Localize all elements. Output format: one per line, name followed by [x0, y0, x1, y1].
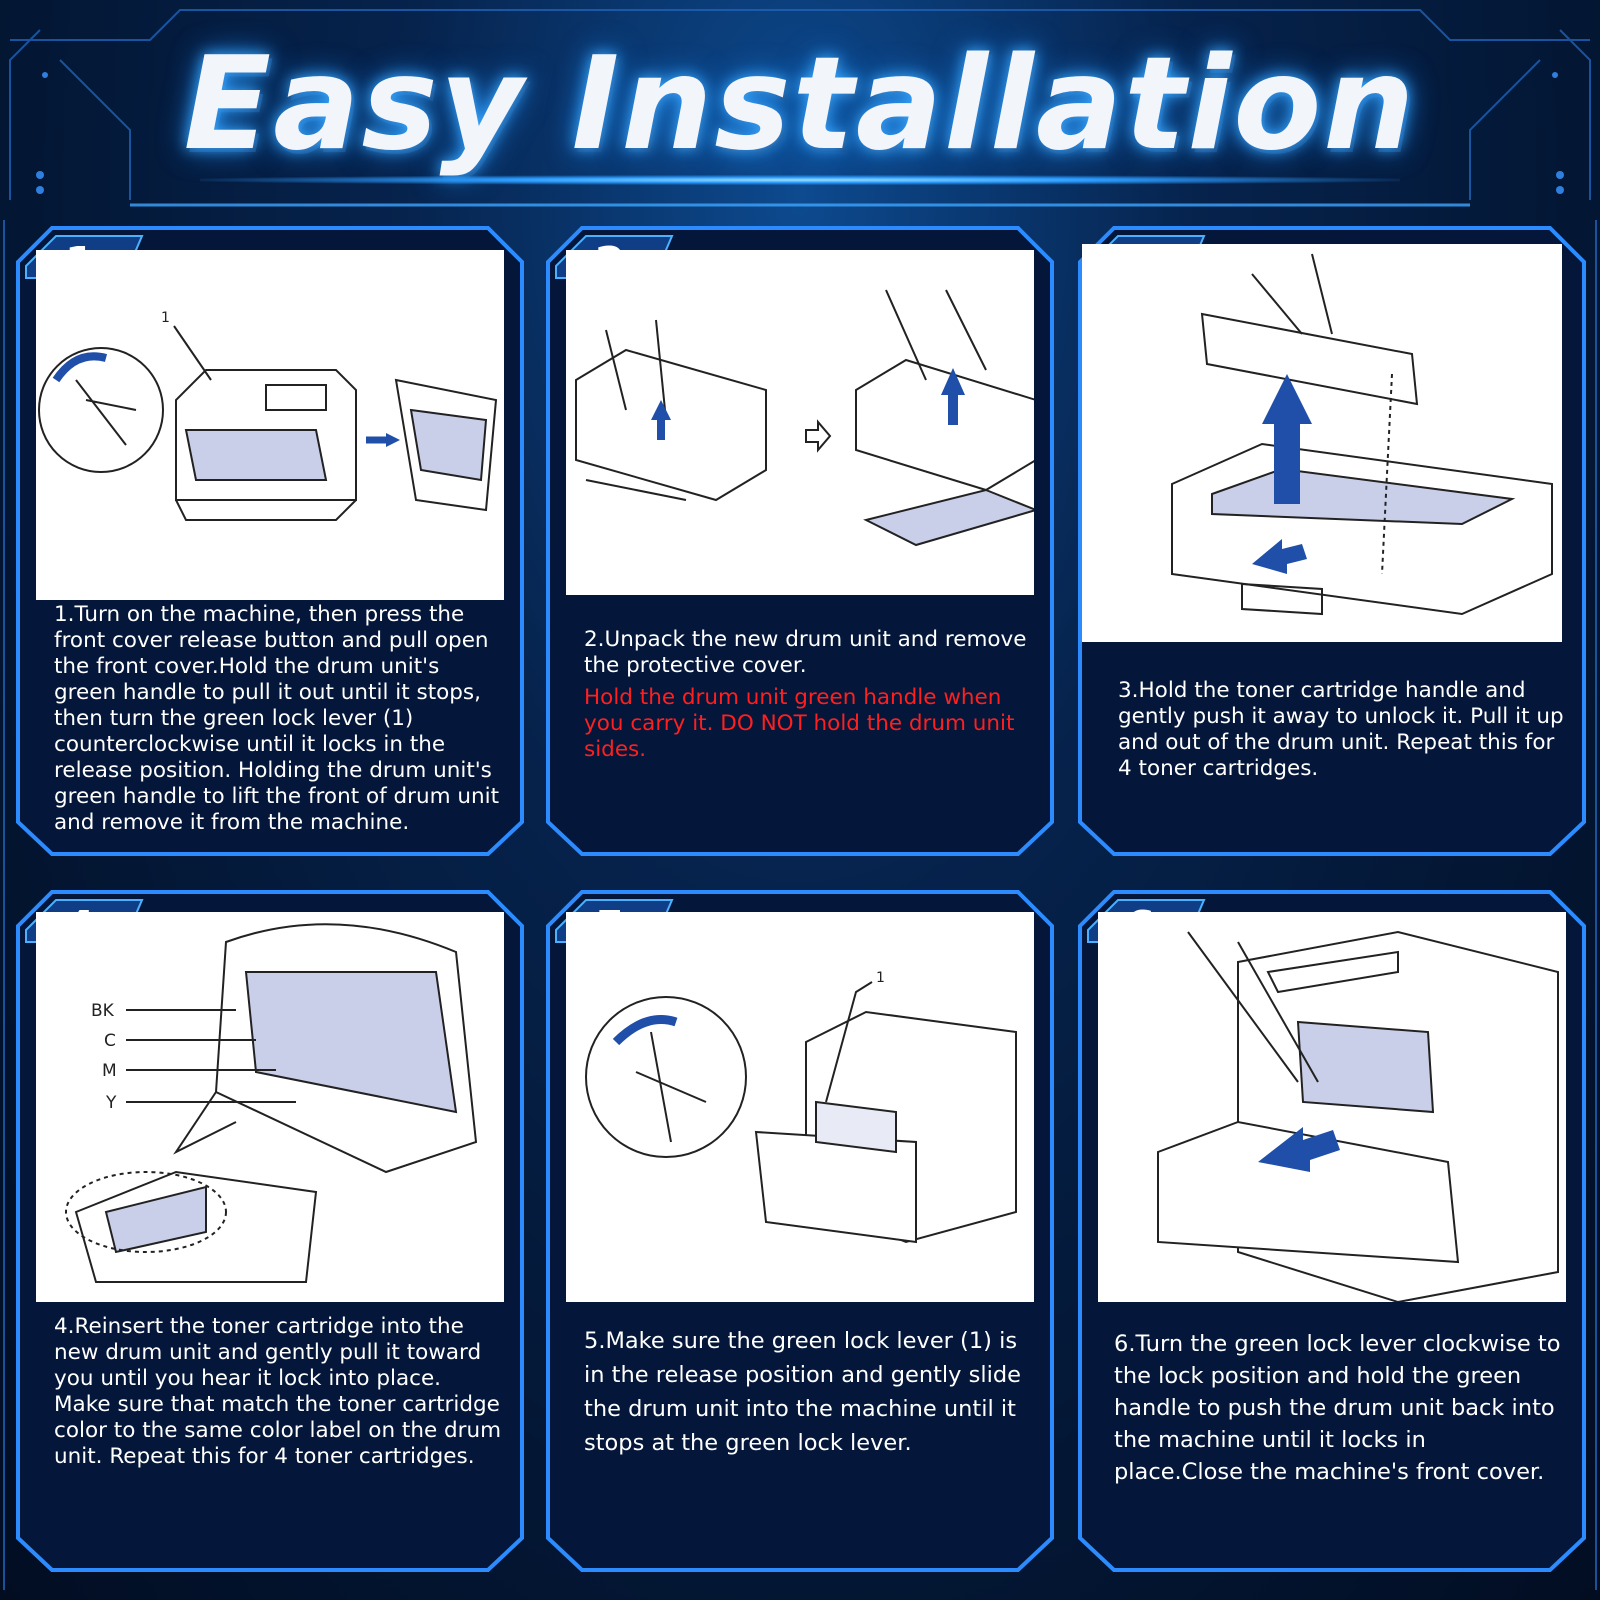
step-description: 1.Turn on the machine, then press the fr… — [54, 602, 500, 835]
color-label-m: M — [102, 1061, 117, 1081]
page-title: Easy Installation — [183, 30, 1417, 179]
step-illustration — [566, 250, 1034, 595]
step-description: 4.Reinsert the toner cartridge into the … — [54, 1314, 502, 1469]
color-label-y: Y — [105, 1093, 117, 1113]
step-description: 2.Unpack the new drum unit and remove th… — [584, 627, 1032, 763]
callout-label-1: 1 — [161, 310, 170, 326]
step-number-badge: 1 — [64, 238, 96, 289]
step-number-badge: 4 — [64, 902, 96, 953]
callout-label-1: 1 — [876, 970, 885, 986]
step-card-2: 2.Unpack the new drum unit and remove th… — [542, 222, 1058, 860]
step-number-badge: 2 — [594, 238, 626, 289]
title-glow — [200, 175, 1400, 185]
warning-text: Hold the drum unit green handle when you… — [584, 685, 1015, 762]
color-label-bk: BK — [91, 1001, 115, 1021]
step-description: 5.Make sure the green lock lever (1) is … — [584, 1328, 1021, 1456]
toner-cartridge-removal-illustration — [1171, 253, 1553, 616]
step-illustration: BK C M Y — [36, 912, 504, 1302]
step-number-badge: 5 — [594, 902, 626, 953]
toner-color-labels-illustration: BK C M Y — [65, 923, 478, 1283]
step-illustration — [1098, 912, 1566, 1302]
step-illustration — [1082, 244, 1562, 642]
step-card-6: 6.Turn the green lock lever clockwise to… — [1074, 886, 1590, 1576]
step-description: 3.Hold the toner cartridge handle and ge… — [1118, 678, 1564, 781]
insert-drum-unit-illustration — [1157, 930, 1559, 1302]
step-card-1: 1 1.Turn on the machine, then press the … — [12, 222, 528, 860]
step-illustration: 1 — [566, 912, 1034, 1302]
step-card-5: 1 5.Make sure the green lock lever (1) i… — [542, 886, 1058, 1576]
color-label-c: C — [104, 1031, 116, 1051]
printer-open-front-cover-illustration: 1 — [38, 310, 498, 521]
step-card-4: BK C M Y 4.Reinsert the toner cartridge … — [12, 886, 528, 1576]
step-number-badge: 3 — [1124, 238, 1156, 289]
drum-unit-unpack-illustration — [575, 289, 1034, 547]
step-number-badge: 6 — [1124, 902, 1156, 953]
step-description: 6.Turn the green lock lever clockwise to… — [1114, 1331, 1561, 1485]
step-text: 2.Unpack the new drum unit and remove th… — [584, 627, 1027, 678]
lock-lever-release-illustration: 1 — [585, 970, 1017, 1244]
step-card-3: 3.Hold the toner cartridge handle and ge… — [1074, 222, 1590, 860]
step-illustration: 1 — [36, 250, 504, 600]
